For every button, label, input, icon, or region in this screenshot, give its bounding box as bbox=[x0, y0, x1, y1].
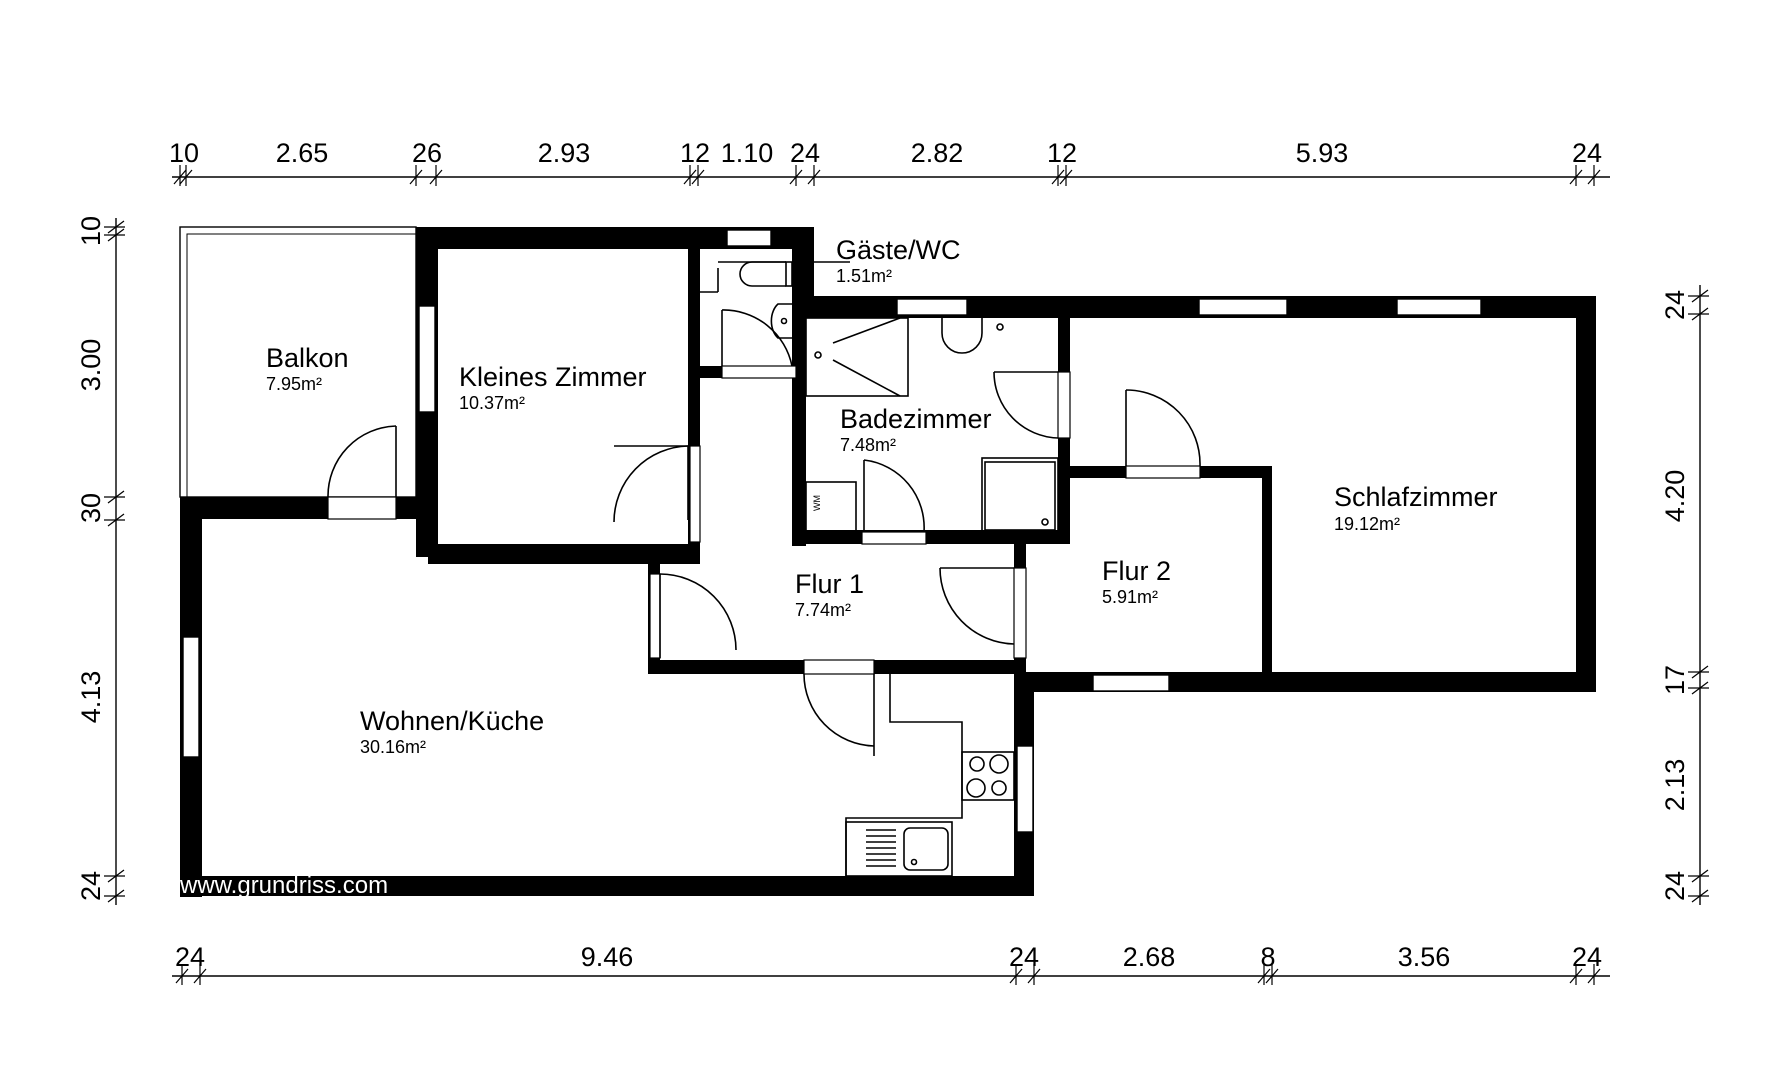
dimension-chain-right: 24 4.20 17 2.13 24 bbox=[1660, 285, 1709, 905]
room-badezimmer: Badezimmer 7.48m² bbox=[840, 404, 992, 455]
stove-icon bbox=[961, 751, 1015, 801]
dim-left-0: 10 bbox=[76, 216, 106, 246]
room-name: Wohnen/Küche bbox=[360, 706, 544, 736]
room-name: Badezimmer bbox=[840, 404, 992, 434]
windows bbox=[182, 229, 1482, 833]
room-balkon: Balkon 7.95m² bbox=[266, 343, 349, 394]
shower-icon bbox=[805, 317, 909, 397]
dim-bottom-5: 3.56 bbox=[1398, 942, 1451, 972]
dim-right-0: 24 bbox=[1660, 290, 1690, 320]
window-bad bbox=[896, 298, 968, 316]
room-name: Balkon bbox=[266, 343, 349, 373]
room-area: 30.16m² bbox=[360, 737, 426, 757]
dim-bottom-1: 9.46 bbox=[581, 942, 634, 972]
room-area: 7.48m² bbox=[840, 435, 896, 455]
dim-right-4: 24 bbox=[1660, 871, 1690, 901]
dim-top-9: 5.93 bbox=[1296, 138, 1349, 168]
dim-top-8: 12 bbox=[1047, 138, 1077, 168]
dim-bottom-2: 24 bbox=[1009, 942, 1039, 972]
dim-top-5: 1.10 bbox=[721, 138, 774, 168]
dim-top-7: 2.82 bbox=[911, 138, 964, 168]
room-labels: Balkon 7.95m² Kleines Zimmer 10.37m² Gäs… bbox=[266, 235, 1498, 757]
dim-top-2: 26 bbox=[412, 138, 442, 168]
dim-left-4: 24 bbox=[76, 871, 106, 901]
kitchen-sink-icon bbox=[845, 821, 953, 877]
room-name: Kleines Zimmer bbox=[459, 362, 647, 392]
dim-top-4: 12 bbox=[680, 138, 710, 168]
dim-left-3: 4.13 bbox=[76, 671, 106, 724]
dim-top-6: 24 bbox=[790, 138, 820, 168]
room-name: Schlafzimmer bbox=[1334, 482, 1498, 512]
fixtures bbox=[700, 261, 1059, 877]
room-name: Flur 1 bbox=[795, 569, 864, 599]
sink-icon bbox=[770, 303, 792, 339]
room-schlafzimmer: Schlafzimmer 19.12m² bbox=[1334, 482, 1498, 534]
room-area: 10.37m² bbox=[459, 393, 525, 413]
sink-icon bbox=[941, 318, 1004, 354]
washing-machine-label: WM bbox=[812, 495, 822, 511]
room-area: 1.51m² bbox=[836, 266, 892, 286]
dim-bottom-4: 8 bbox=[1260, 942, 1275, 972]
dim-top-3: 2.93 bbox=[538, 138, 591, 168]
dim-right-1: 4.20 bbox=[1660, 470, 1690, 523]
door-swings bbox=[327, 309, 1201, 756]
dim-right-3: 2.13 bbox=[1660, 759, 1690, 812]
toilet-icon bbox=[717, 261, 793, 292]
room-flur-1: Flur 1 7.74m² bbox=[795, 569, 864, 620]
dim-bottom-6: 24 bbox=[1572, 942, 1602, 972]
room-gaeste-wc: Gäste/WC 1.51m² bbox=[836, 235, 961, 286]
dimension-chain-bottom: 24 9.46 24 2.68 8 3.56 24 bbox=[172, 942, 1610, 985]
walls bbox=[180, 227, 1596, 897]
dim-bottom-0: 24 bbox=[175, 942, 205, 972]
bathtub-icon bbox=[981, 457, 1059, 533]
window-wohnen-left bbox=[182, 636, 200, 758]
room-area: 5.91m² bbox=[1102, 587, 1158, 607]
room-area: 7.95m² bbox=[266, 374, 322, 394]
washing-machine-icon bbox=[805, 481, 857, 533]
dim-left-2: 30 bbox=[76, 493, 106, 523]
dim-top-0: 10 bbox=[169, 138, 199, 168]
room-wohnen-kueche: Wohnen/Küche 30.16m² bbox=[360, 706, 544, 757]
window-kueche bbox=[1016, 745, 1034, 833]
room-name: Gäste/WC bbox=[836, 235, 961, 265]
window-flur2 bbox=[1092, 674, 1170, 692]
dim-bottom-3: 2.68 bbox=[1123, 942, 1176, 972]
room-flur-2: Flur 2 5.91m² bbox=[1102, 556, 1171, 607]
dim-left-1: 3.00 bbox=[76, 339, 106, 392]
window-wc bbox=[726, 229, 772, 247]
dim-top-10: 24 bbox=[1572, 138, 1602, 168]
window-schlaf-1 bbox=[1198, 298, 1288, 316]
window-schlaf-2 bbox=[1396, 298, 1482, 316]
dim-right-2: 17 bbox=[1660, 665, 1690, 695]
window-kleines-zimmer bbox=[418, 305, 436, 413]
dimension-chain-top: 10 2.65 26 2.93 12 1.10 24 2.82 12 5.93 … bbox=[169, 138, 1610, 186]
room-name: Flur 2 bbox=[1102, 556, 1171, 586]
room-area: 19.12m² bbox=[1334, 514, 1400, 534]
room-kleines-zimmer: Kleines Zimmer 10.37m² bbox=[459, 362, 647, 413]
room-area: 7.74m² bbox=[795, 600, 851, 620]
dimension-chain-left: 10 3.00 30 4.13 24 bbox=[76, 216, 125, 905]
dim-top-1: 2.65 bbox=[276, 138, 329, 168]
watermark: www.grundriss.com bbox=[179, 872, 388, 899]
